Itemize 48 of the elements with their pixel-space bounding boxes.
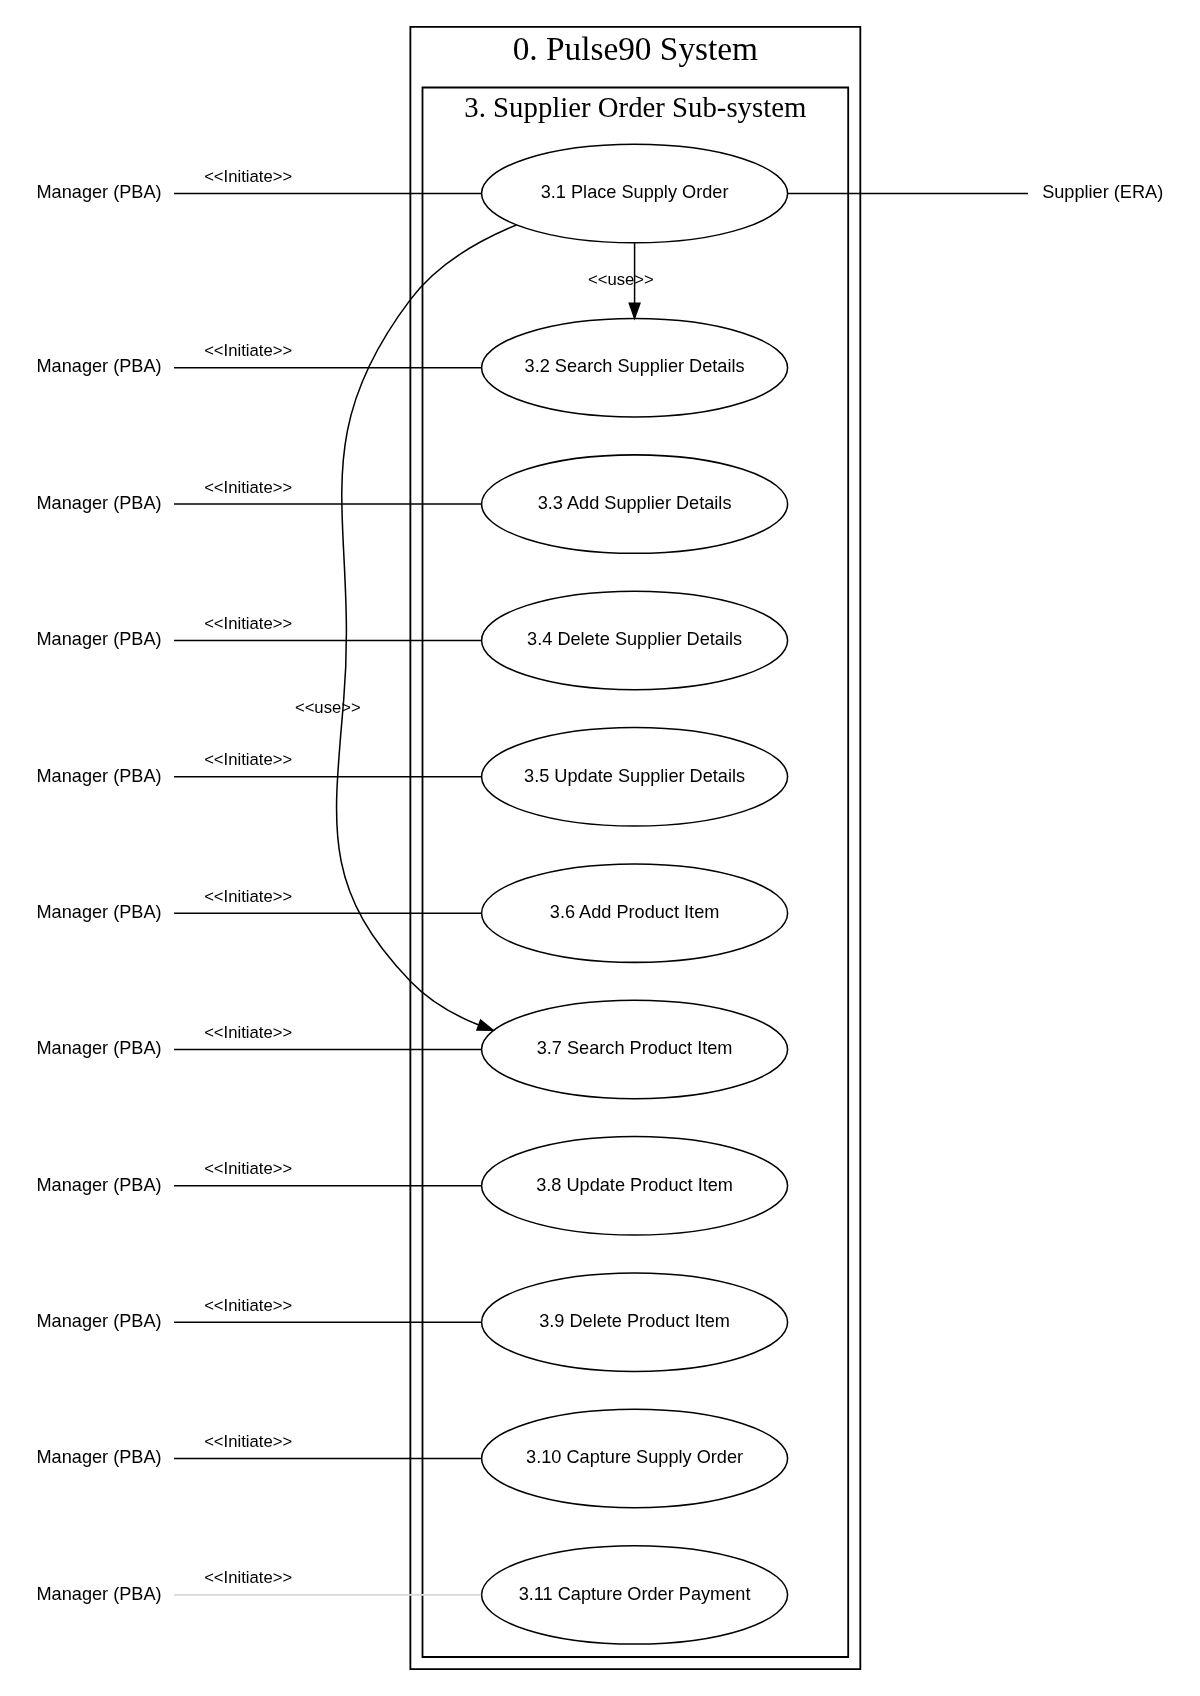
edge-label: <<Initiate>> bbox=[203, 477, 292, 497]
node-ellipse: 3.9 Delete Product Item bbox=[480, 1272, 788, 1373]
node-text: Manager (PBA) bbox=[35, 1174, 162, 1195]
node-ellipse: 3.4 Delete Supplier Details bbox=[480, 590, 788, 691]
connector bbox=[172, 1457, 482, 1460]
node-ellipse: 3.6 Add Product Item bbox=[480, 863, 788, 964]
edge-label: <<Initiate>> bbox=[203, 1432, 292, 1452]
node-text: Manager (PBA) bbox=[35, 765, 162, 786]
connector bbox=[172, 1594, 482, 1596]
connector bbox=[172, 367, 482, 369]
edge-label: <<Initiate>> bbox=[203, 1159, 292, 1179]
edge-label: <<Initiate>> bbox=[203, 750, 292, 770]
node-text: Manager (PBA) bbox=[35, 629, 162, 650]
edge-label: <<Initiate>> bbox=[203, 1568, 292, 1588]
connector bbox=[172, 503, 482, 505]
node-text: Manager (PBA) bbox=[35, 901, 162, 922]
arrow bbox=[335, 224, 517, 1031]
edge-label: <<Initiate>> bbox=[203, 1295, 292, 1315]
connector bbox=[172, 639, 482, 642]
node-ellipse: 3.5 Update Supplier Details bbox=[480, 726, 788, 827]
connector bbox=[172, 1185, 482, 1187]
node-text: Manager (PBA) bbox=[35, 1583, 162, 1604]
node-ellipse: 3.7 Search Product Item bbox=[480, 999, 788, 1100]
node-text: Manager (PBA) bbox=[35, 1447, 162, 1468]
node-ellipse: 3.8 Update Product Item bbox=[480, 1135, 788, 1236]
edge-label: <<Initiate>> bbox=[203, 613, 292, 633]
node-ellipse: 3.2 Search Supplier Details bbox=[480, 317, 788, 418]
node-ellipse: 3.11 Capture Order Payment bbox=[480, 1544, 788, 1645]
node-ellipse: 3.1 Place Supply Order bbox=[480, 143, 788, 244]
connector bbox=[172, 192, 482, 195]
connector bbox=[172, 1048, 482, 1051]
node-text: Manager (PBA) bbox=[35, 1310, 162, 1331]
node-ellipse: 3.10 Capture Supply Order bbox=[480, 1408, 788, 1509]
node-text: Manager (PBA) bbox=[35, 356, 162, 377]
edge-label: <<Initiate>> bbox=[203, 1022, 292, 1042]
edge-label: <<Initiate>> bbox=[203, 341, 292, 361]
edge-label: <<Initiate>> bbox=[203, 886, 292, 906]
connector bbox=[172, 1321, 482, 1323]
edge-label: <<Initiate>> bbox=[203, 167, 292, 187]
connector bbox=[172, 776, 482, 778]
node-ellipse: 3.3 Add Supplier Details bbox=[480, 454, 788, 555]
arrow bbox=[627, 242, 641, 321]
node-text: Supplier (ERA) bbox=[1041, 182, 1163, 203]
node-text: Manager (PBA) bbox=[35, 492, 162, 513]
connector bbox=[786, 192, 1029, 195]
node-text: Manager (PBA) bbox=[35, 1038, 162, 1059]
connector bbox=[172, 912, 482, 914]
node-text: Manager (PBA) bbox=[35, 182, 162, 203]
